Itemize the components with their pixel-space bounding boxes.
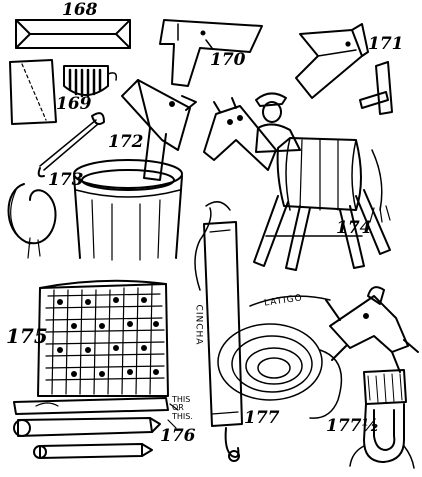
figure-168-drawing (15, 19, 131, 49)
figure-number-177-half: 177½ (326, 416, 380, 436)
figure-number-176: 176 (160, 426, 196, 446)
or-word: OR (172, 403, 184, 413)
figure-number-175: 175 (6, 324, 48, 348)
figure-number-172: 172 (108, 132, 144, 152)
this-word-2: THIS. (172, 411, 193, 421)
this-word-1: THIS (172, 395, 191, 404)
figure-170-drawing (159, 19, 263, 87)
figure-169-drawing (9, 59, 118, 125)
figure-number-177: 177 (244, 408, 280, 428)
figure-177-drawing (194, 201, 343, 462)
figure-number-168: 168 (62, 0, 98, 20)
figure-171-drawing (295, 23, 393, 115)
cincha-label: CINCHA (193, 304, 204, 346)
figure-number-169: 169 (56, 94, 92, 114)
figure-172-drawing (73, 79, 197, 261)
figure-175-drawing (37, 279, 169, 397)
this-or-this-label: THIS OR THIS. (172, 395, 193, 421)
figure-number-170: 170 (210, 50, 246, 70)
figure-173-drawing (7, 112, 105, 259)
figure-number-171: 171 (368, 34, 404, 54)
bucking-horse-rider-drawing (325, 286, 419, 373)
figure-176-drawing (13, 397, 179, 459)
figure-174-drawing (203, 92, 391, 271)
figure-number-173: 173 (48, 170, 84, 190)
figure-number-174: 174 (336, 218, 372, 238)
figure-177-half-drawing (349, 369, 415, 469)
